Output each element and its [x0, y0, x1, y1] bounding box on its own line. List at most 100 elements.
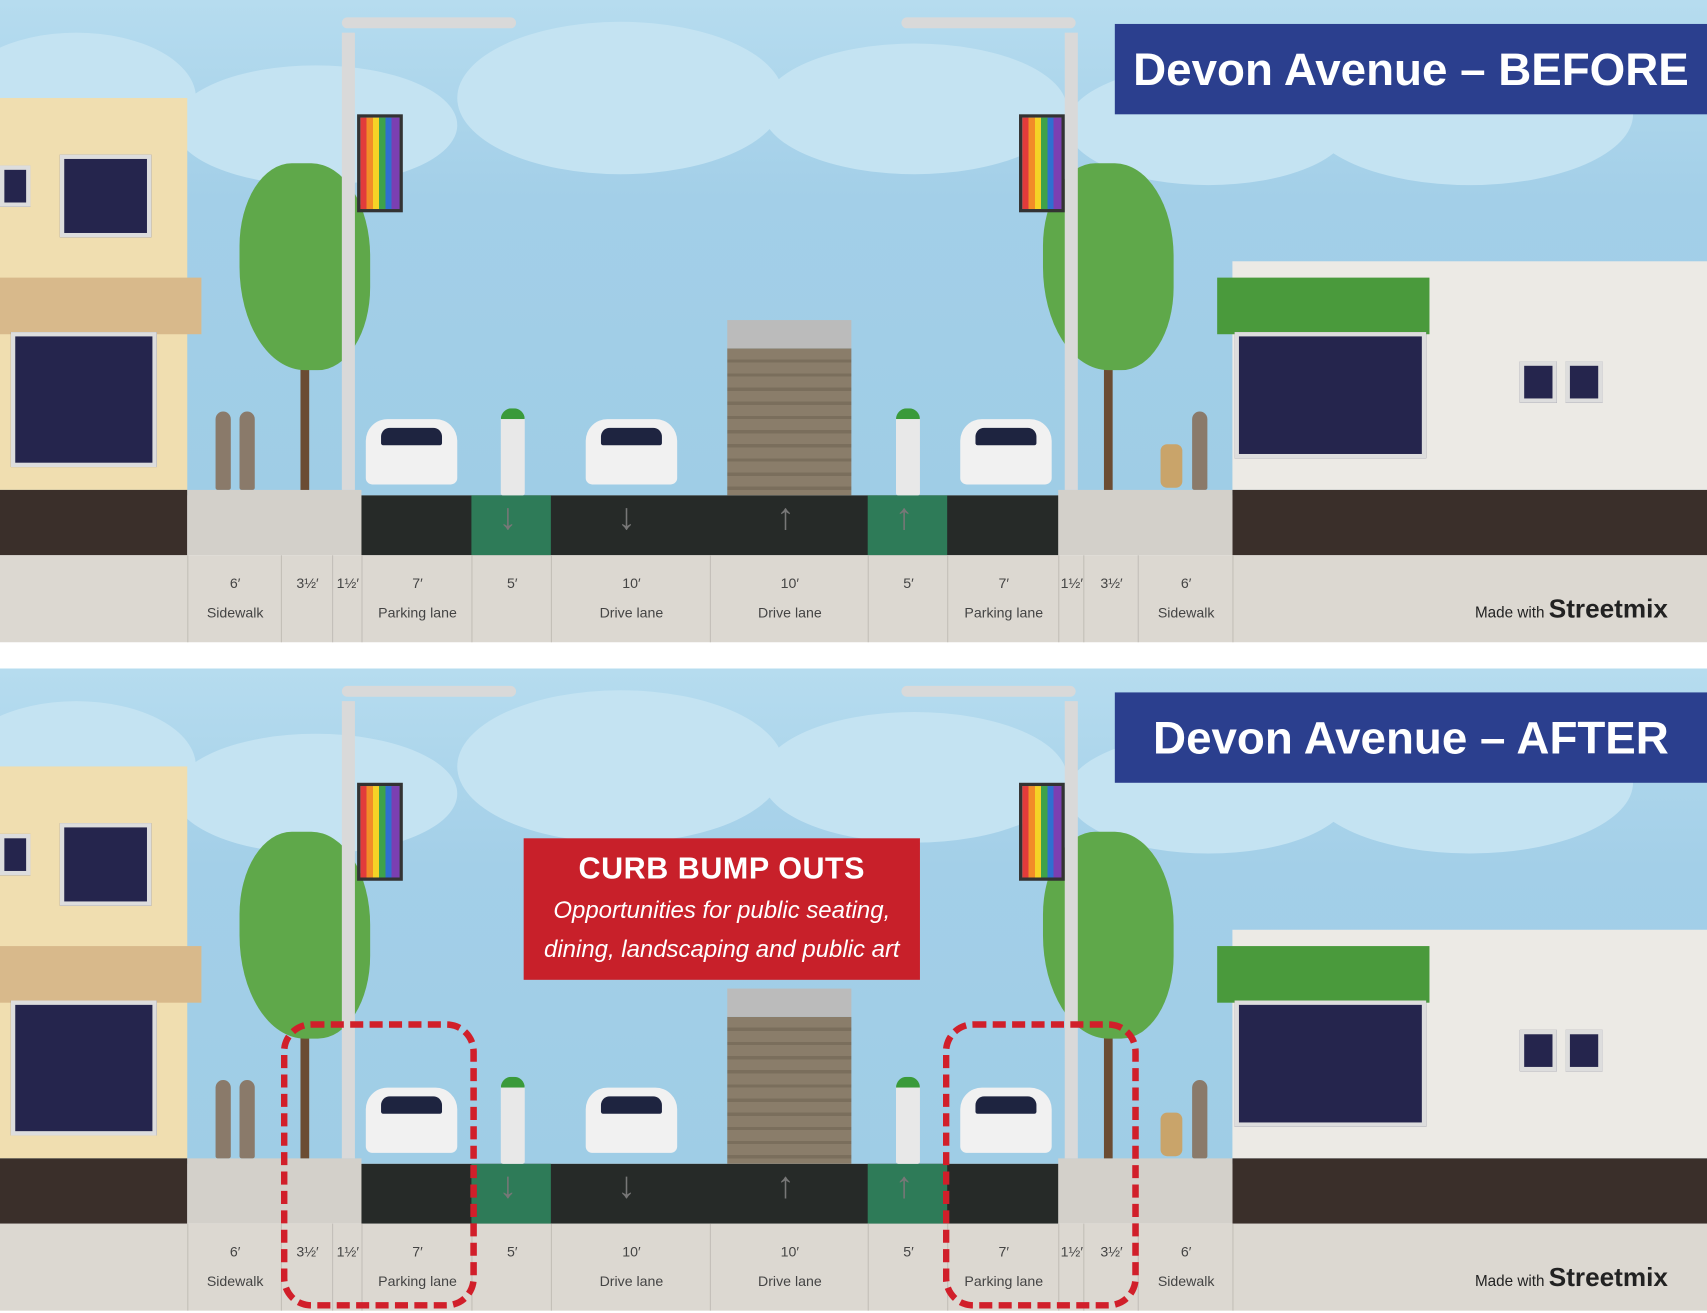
segment-width: 7′ [412, 1243, 423, 1260]
segment-width: 3½′ [1100, 1243, 1123, 1260]
sidewalk-left [187, 489, 362, 556]
pedestrian-icon [239, 411, 255, 490]
segment-name: Parking lane [378, 604, 457, 621]
pedestrian-icon [1192, 1079, 1208, 1159]
bike-lane [471, 1163, 551, 1224]
awning-left [0, 946, 202, 1003]
section-title: Devon Avenue – AFTER [1114, 692, 1707, 783]
segment-4: 7′ Parking lane [361, 555, 472, 643]
section-title: Devon Avenue – BEFORE [1114, 23, 1707, 115]
building-base-left [0, 489, 188, 556]
segment-name: Sidewalk [206, 604, 264, 621]
lamp-post-icon [341, 32, 355, 490]
pride-banner-icon [357, 782, 403, 881]
segment-width: 10′ [780, 574, 800, 592]
car-icon [585, 419, 678, 485]
cyclist-icon [896, 1076, 920, 1164]
truck-icon [727, 320, 852, 496]
segment-name: Drive lane [757, 1272, 822, 1290]
window [1234, 1000, 1427, 1127]
segment-name: Drive lane [599, 1272, 664, 1290]
segment-divider [1232, 1223, 1234, 1311]
segment-1: 6′Sidewalk [187, 555, 282, 643]
credit-prefix: Made with [1474, 1271, 1545, 1290]
lamp-arm [341, 17, 517, 29]
segment-8: 5′ [867, 1223, 949, 1311]
window [1565, 1029, 1603, 1072]
dog-icon [1160, 444, 1183, 488]
segment-12: 6′ Sidewalk [1137, 555, 1234, 643]
pedestrian-icon [215, 411, 231, 490]
segment-width: 3½′ [1100, 574, 1123, 592]
window [1565, 361, 1603, 403]
window [59, 154, 152, 238]
segment-width: 7′ [998, 1243, 1010, 1260]
segment-width: 10′ [622, 574, 641, 592]
pedestrian-icon [215, 1079, 231, 1159]
pedestrian-icon [239, 1079, 255, 1159]
segment-name: Parking lane [378, 1272, 457, 1290]
bike-lane [867, 1163, 948, 1224]
tree-trunk [300, 951, 310, 1159]
sidewalk-right [1058, 1158, 1233, 1224]
cloud [762, 712, 1067, 843]
window [10, 1000, 157, 1136]
lamp-post-icon [1064, 701, 1078, 1159]
bike-lane [867, 495, 948, 556]
cyclist-icon [500, 1076, 525, 1164]
sidewalk-right [1058, 489, 1233, 556]
window [1519, 361, 1557, 403]
segment-width: 6′ [1180, 1243, 1192, 1260]
segment-name: Sidewalk [206, 1272, 264, 1290]
down-arrow-icon: ↓ [498, 1164, 518, 1207]
segment-width: 10′ [780, 1243, 800, 1260]
segment-width: 1½′ [1060, 574, 1083, 592]
lamp-arm [901, 17, 1076, 29]
window [10, 332, 157, 468]
car-icon [960, 419, 1052, 485]
segment-name: Drive lane [599, 604, 664, 621]
building-base-left [0, 1158, 188, 1224]
awning-right [1217, 946, 1430, 1003]
streetmix-logo: Streetmix [1548, 594, 1668, 624]
segment-11: 3½′ [1083, 555, 1139, 643]
segment-6: 10′ Drive lane [550, 555, 711, 643]
tree-trunk [1103, 951, 1113, 1159]
segment-5: 5′ [471, 1223, 552, 1311]
segment-width: 5′ [903, 1243, 914, 1260]
cloud [762, 43, 1067, 175]
up-arrow-icon: ↑ [894, 1164, 914, 1207]
window [1519, 1029, 1557, 1072]
building-base-right [1232, 1158, 1707, 1224]
segment-width: 1½′ [336, 574, 359, 592]
up-arrow-icon: ↑ [776, 496, 795, 538]
segment-width: 5′ [903, 574, 914, 592]
segment-4: 7′ Parking lane [361, 1223, 472, 1311]
cloud [457, 690, 784, 843]
cyclist-icon [896, 408, 920, 496]
segment-width: 3½′ [296, 574, 319, 592]
up-arrow-icon: ↑ [894, 496, 914, 538]
segment-width: 7′ [412, 574, 423, 592]
lamp-arm [341, 685, 517, 697]
dog-icon [1160, 1112, 1183, 1157]
car-icon [585, 1087, 678, 1153]
car-icon [365, 419, 458, 485]
building-base-right [1232, 489, 1707, 556]
segment-width: 7′ [998, 574, 1010, 592]
callout-text: Opportunities for public seating, [553, 896, 891, 924]
roadway [361, 495, 1059, 556]
segment-3: 1½′ [332, 1223, 362, 1311]
lamp-post-icon [1064, 32, 1078, 490]
awning-right [1217, 277, 1430, 335]
segment-name: Sidewalk [1157, 604, 1215, 621]
pedestrian-icon [1192, 411, 1208, 490]
tree-trunk [1103, 283, 1113, 490]
segment-width: 6′ [1180, 574, 1192, 592]
lamp-arm [901, 685, 1076, 697]
